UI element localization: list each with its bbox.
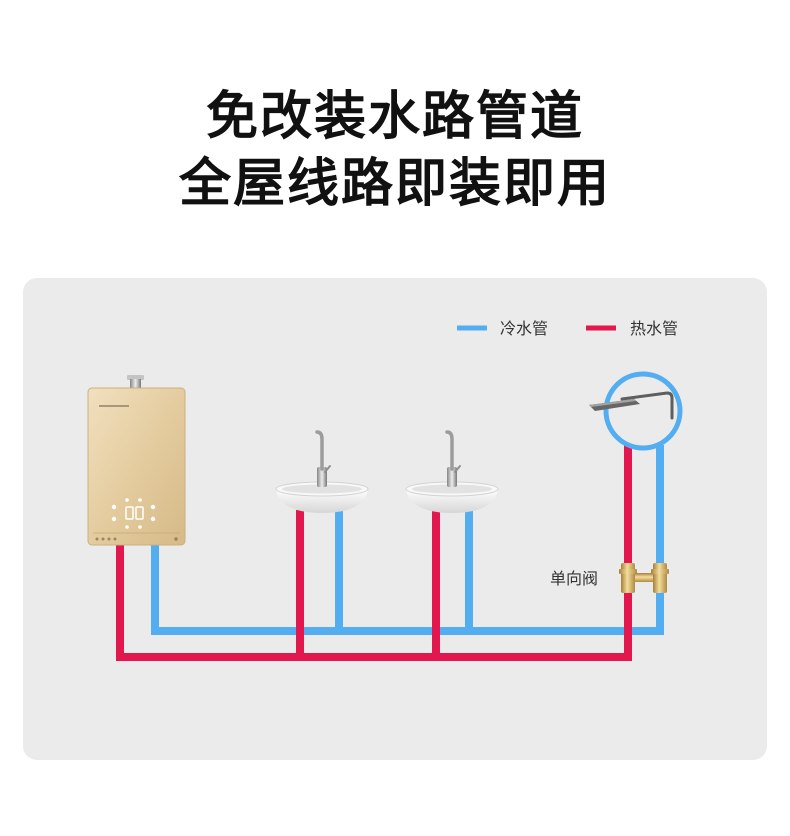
valve-cold-body <box>653 563 667 593</box>
heater-status-icon <box>107 537 111 541</box>
faucet-spout <box>315 430 324 471</box>
title-line-1: 免改装水路管道 <box>205 88 584 146</box>
heater-control-dot <box>125 525 129 529</box>
sink-basin <box>412 484 492 494</box>
heater-display-digit <box>125 506 134 520</box>
sink-basin <box>282 484 362 494</box>
heater-logo-mark <box>99 405 129 407</box>
hot-pipe-main <box>116 445 632 661</box>
sink-icon <box>275 430 369 513</box>
valve-hot-body <box>621 563 635 593</box>
cold-water-pipes <box>151 445 664 635</box>
water-heater-icon <box>87 375 186 546</box>
cold-pipe-main <box>151 445 664 635</box>
heater-control-dot <box>138 498 142 502</box>
heater-status-icon <box>113 537 117 541</box>
heater-control-dot <box>125 498 129 502</box>
heater-display-digit <box>135 506 144 520</box>
faucet-handle <box>454 465 461 473</box>
heater-flue-cap <box>127 375 144 380</box>
shower-head-top <box>589 399 636 407</box>
page-title: 免改装水路管道 全屋线路即装即用 <box>0 84 790 218</box>
valve-cold-nut <box>651 569 669 574</box>
heater-control-dot <box>111 516 117 522</box>
heater-status-icon <box>101 537 105 541</box>
legend-hot-label: 热水管 <box>630 320 678 338</box>
title-line-2: 全屋线路即装即用 <box>178 155 611 213</box>
faucet-handle <box>324 465 331 473</box>
heater-control-dot <box>150 516 156 522</box>
heater-body <box>87 387 186 546</box>
heater-control-dot <box>138 525 142 529</box>
check-valve-icon <box>619 563 669 593</box>
heater-control-panel <box>111 498 156 529</box>
valve-connector <box>635 573 653 582</box>
heater-control-dot <box>150 504 156 510</box>
valve-hot-nut <box>619 569 637 574</box>
heater-control-dot <box>111 504 117 510</box>
legend: 冷水管 热水管 <box>457 320 678 338</box>
heater-flue-fitting <box>130 379 141 389</box>
hot-water-pipes <box>116 445 632 661</box>
diagram-panel <box>23 278 767 760</box>
faucet-spout <box>445 430 454 471</box>
shower-highlight-ring <box>603 371 683 451</box>
legend-cold-label: 冷水管 <box>500 320 548 338</box>
shower-icon <box>589 371 683 451</box>
valve-label: 单向阀 <box>550 570 598 588</box>
shower-arm <box>620 391 674 420</box>
heater-status-icon <box>174 537 178 541</box>
heater-status-icon <box>95 537 99 541</box>
sink-icon <box>405 430 499 513</box>
